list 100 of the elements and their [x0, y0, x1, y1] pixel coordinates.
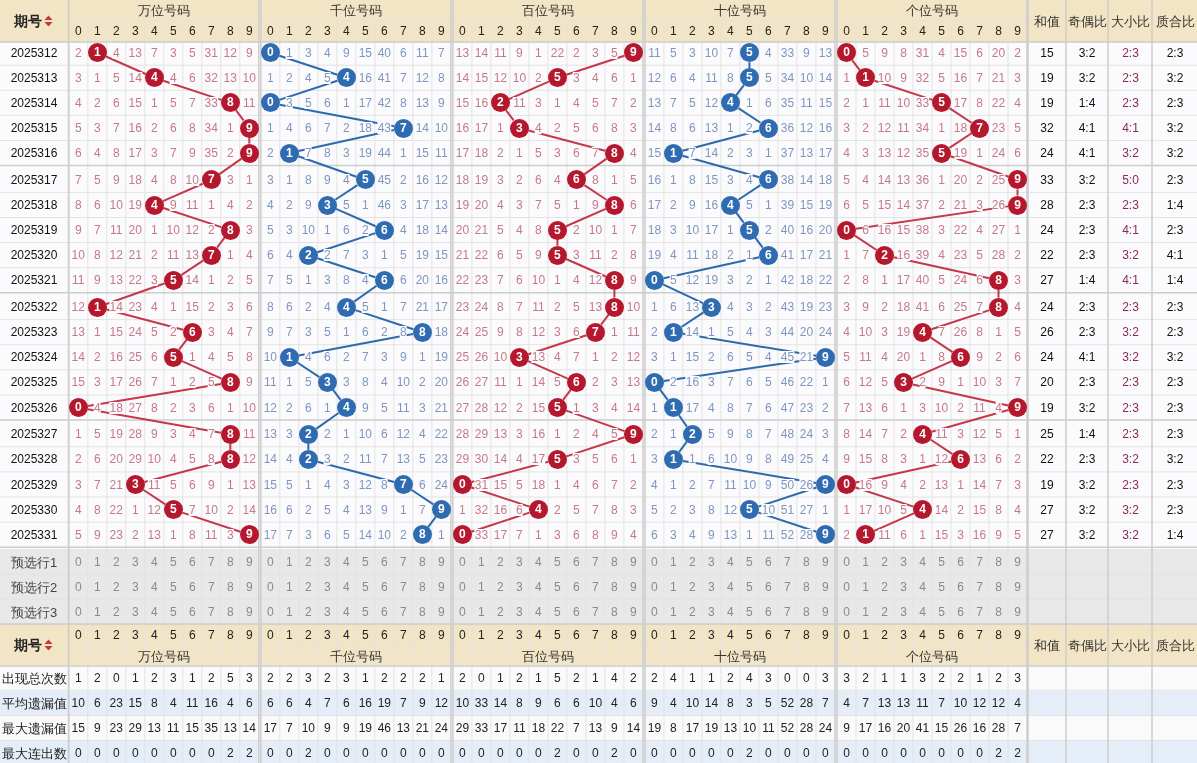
- stat-value: 0: [573, 747, 580, 759]
- stat-value: 6: [630, 697, 637, 709]
- missing-count: 5: [74, 122, 82, 134]
- missing-count: 4: [862, 173, 869, 186]
- preselect-digit: 1: [862, 555, 869, 568]
- stat-value: 2: [516, 671, 523, 684]
- missing-count: 1: [995, 326, 1002, 339]
- missing-count: 9: [611, 528, 618, 541]
- trend-line: [735, 211, 745, 224]
- missing-count: 2: [535, 71, 542, 84]
- missing-count: 7: [611, 96, 618, 109]
- stat-value: 0: [670, 747, 677, 759]
- missing-count: 9: [881, 478, 888, 491]
- preselect-digit: 4: [919, 555, 926, 568]
- missing-count: 46: [377, 199, 391, 211]
- missing-count: 3: [708, 376, 715, 389]
- preselect-digit: 2: [497, 605, 504, 618]
- missing-count: 3: [630, 122, 637, 134]
- stat-value: 29: [455, 722, 470, 734]
- stat-value: 2: [611, 747, 618, 759]
- preselect-digit: 3: [516, 555, 523, 568]
- trend-line: [948, 107, 973, 124]
- preselect-digit: 0: [267, 580, 274, 593]
- ratio-value: 2:3: [1122, 478, 1139, 491]
- missing-count: 5: [150, 326, 158, 339]
- digit-header: 0: [843, 25, 850, 37]
- missing-count: 18: [647, 224, 662, 237]
- missing-count: 2: [554, 122, 561, 134]
- ratio-value: 3:2: [1122, 249, 1139, 262]
- missing-count: 9: [267, 326, 274, 339]
- missing-count: 1: [746, 249, 753, 262]
- missing-count: 2: [592, 376, 599, 389]
- digit-header: 7: [207, 25, 215, 37]
- missing-count: 7: [169, 147, 177, 160]
- missing-count: 3: [497, 173, 504, 186]
- missing-count: 3: [822, 428, 829, 441]
- stat-value: 0: [478, 747, 485, 759]
- preselect-digit: 9: [245, 580, 253, 593]
- trend-line: [527, 360, 569, 380]
- missing-count: 2: [843, 96, 850, 109]
- trend-line: [527, 129, 607, 152]
- missing-count: 11: [186, 199, 199, 211]
- missing-count: 2: [74, 453, 82, 466]
- trend-line: [307, 442, 310, 451]
- trend-line: [162, 207, 223, 229]
- missing-count: 2: [670, 199, 677, 211]
- missing-count: 9: [995, 528, 1002, 541]
- missing-count: 9: [112, 173, 120, 186]
- missing-count: 8: [400, 326, 407, 339]
- sum-value: 24: [1040, 147, 1054, 160]
- missing-count: 5: [765, 71, 772, 84]
- missing-count: 1: [554, 428, 561, 441]
- missing-count: 9: [843, 453, 850, 466]
- missing-count: 4: [573, 478, 580, 491]
- missing-count: 5: [324, 71, 331, 84]
- missing-count: 3: [207, 326, 215, 339]
- trend-line: [662, 283, 704, 305]
- stat-value: 0: [803, 671, 810, 684]
- missing-count: 2: [516, 173, 523, 186]
- stat-value: 10: [953, 697, 968, 709]
- missing-count: 11: [72, 274, 85, 287]
- missing-count: 9: [438, 96, 445, 109]
- missing-count: 19: [358, 147, 372, 160]
- missing-count: 3: [305, 528, 312, 541]
- preselect-digit: 7: [976, 605, 983, 618]
- missing-count: 3: [746, 147, 753, 160]
- missing-count: 13: [263, 428, 277, 441]
- preselect-digit: 8: [419, 555, 426, 568]
- missing-count: 4: [708, 401, 715, 414]
- preselect-digit: 5: [362, 605, 369, 618]
- trend-line: [508, 80, 550, 101]
- stat-value: 0: [727, 747, 734, 759]
- missing-count: 1: [362, 199, 369, 211]
- column-header: 大小比: [1111, 14, 1150, 28]
- trend-line: [911, 383, 1010, 407]
- missing-count: 6: [400, 274, 407, 287]
- missing-count: 5: [976, 249, 983, 262]
- ratio-value: 2:3: [1166, 301, 1184, 314]
- missing-count: 8: [169, 173, 177, 186]
- stat-value: 6: [554, 697, 561, 709]
- stat-value: 10: [455, 697, 470, 709]
- missing-count: 1: [611, 173, 618, 186]
- stat-value: 13: [896, 697, 911, 709]
- sum-value: 19: [1040, 478, 1054, 491]
- trend-line: [316, 257, 377, 279]
- missing-count: 25: [128, 351, 142, 364]
- stat-value: 4: [1014, 697, 1021, 709]
- stat-value: 19: [377, 697, 391, 709]
- missing-count: 4: [400, 224, 407, 237]
- ratio-value: 4:1: [1078, 351, 1096, 364]
- trend-line: [278, 103, 395, 128]
- missing-count: 17: [704, 224, 719, 237]
- digit-header: 8: [803, 25, 810, 37]
- missing-count: 2: [708, 351, 715, 364]
- missing-count: 8: [362, 376, 369, 389]
- missing-count: 7: [630, 224, 637, 237]
- trend-line: [930, 309, 991, 331]
- missing-count: 2: [226, 147, 234, 160]
- missing-count: 23: [455, 301, 470, 314]
- missing-count: 6: [516, 503, 523, 516]
